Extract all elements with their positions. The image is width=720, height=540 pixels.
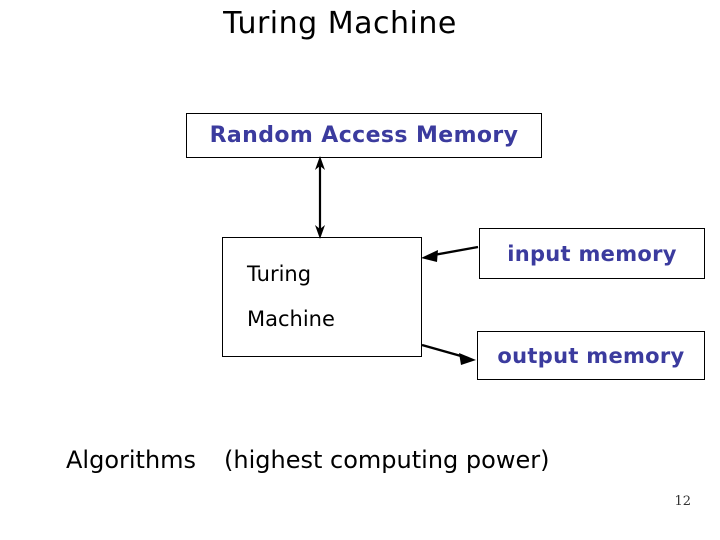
arrow-ram-turing-machine: [315, 156, 325, 239]
node-input-memory: input memory: [479, 228, 705, 279]
node-random-access-memory: Random Access Memory: [186, 113, 542, 158]
node-label-turing-machine-line2: Machine: [247, 307, 335, 331]
caption-computing-power: (highest computing power): [224, 446, 550, 474]
node-turing-machine: Turing Machine: [222, 237, 422, 357]
node-label-input-memory: input memory: [507, 241, 677, 266]
arrow-input-memory-to-turing-machine: [421, 245, 479, 262]
node-label-output-memory: output memory: [497, 343, 685, 368]
node-label-random-access-memory: Random Access Memory: [209, 123, 519, 148]
node-label-turing-machine-line1: Turing: [247, 262, 312, 286]
page-number: 12: [674, 494, 691, 509]
arrow-turing-machine-to-output-memory: [421, 343, 476, 365]
caption-row: Algorithms (highest computing power): [66, 446, 549, 474]
node-output-memory: output memory: [477, 331, 705, 380]
page-title: Turing Machine: [223, 6, 457, 41]
caption-algorithms: Algorithms: [66, 446, 197, 474]
